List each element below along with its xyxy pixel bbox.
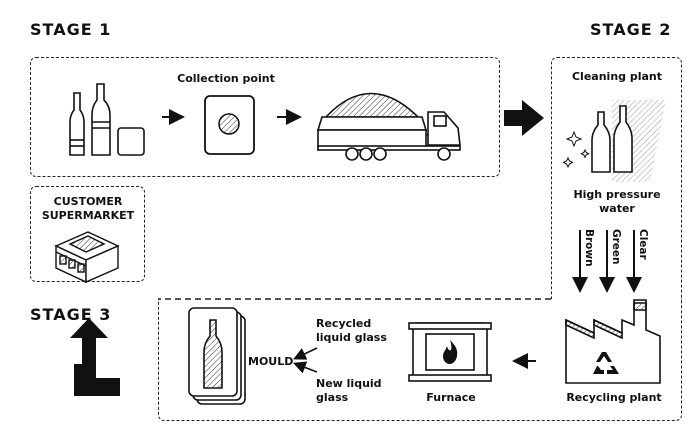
stage-3-box — [158, 299, 682, 421]
sort-brown-label: Brown — [583, 229, 595, 267]
high-pressure-water-label: High pressure water — [573, 188, 661, 215]
sort-clear-label: Clear — [637, 229, 649, 260]
bottles-icon — [69, 83, 145, 156]
new-liquid-glass-label: New liquid glass — [316, 377, 382, 404]
customer-supermarket-label: CUSTOMER SUPERMARKET — [41, 195, 135, 222]
collection-bin-icon — [204, 95, 255, 155]
turn-arrow-icon — [70, 318, 120, 396]
factory-icon — [565, 299, 661, 384]
mould-icon — [188, 307, 246, 405]
stage-1-box — [30, 57, 500, 177]
stage-1-title: STAGE 1 — [30, 20, 112, 39]
arrow-stage1-to-stage2 — [504, 100, 544, 136]
cleaning-plant-label: Cleaning plant — [571, 70, 663, 83]
sorting-arrows — [572, 230, 642, 293]
recycled-liquid-glass-label: Recycled liquid glass — [316, 317, 387, 344]
supermarket-icon — [54, 231, 120, 284]
stage-3-title: STAGE 3 — [30, 305, 112, 324]
stage-2-box — [551, 57, 682, 299]
arrow-recycled-glass — [293, 347, 318, 360]
collection-point-label: Collection point — [177, 72, 275, 85]
arrow-new-glass — [293, 361, 318, 374]
furnace-label: Furnace — [426, 391, 476, 404]
mould-label: MOULD — [248, 355, 294, 368]
recycle-icon — [593, 352, 619, 374]
cleaning-bottles-icon — [562, 100, 666, 182]
recycling-plant-label: Recycling plant — [566, 391, 662, 404]
truck-icon — [316, 92, 461, 161]
stage-2-title: STAGE 2 — [590, 20, 672, 39]
fire-icon — [443, 340, 458, 364]
sort-green-label: Green — [610, 229, 622, 265]
